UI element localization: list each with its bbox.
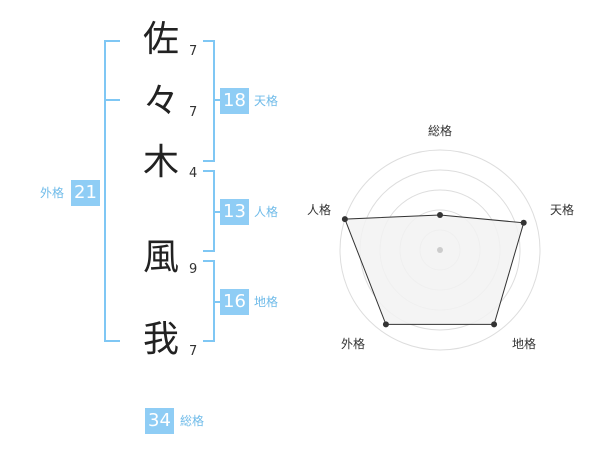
radar-axis-label-tenkaku: 天格 xyxy=(549,203,574,217)
name-char-2: 々 xyxy=(142,81,179,122)
jinkaku-value: 13 xyxy=(220,199,249,225)
radar-point xyxy=(382,321,389,328)
stroke-count-1: 7 xyxy=(189,44,198,59)
radar-axis-label-chikaku: 地格 xyxy=(511,337,536,351)
soukaku-value: 34 xyxy=(145,408,174,434)
name-char-5: 我 xyxy=(142,319,179,360)
radar-grid-ring xyxy=(339,149,541,351)
radar-center-dot xyxy=(437,247,443,253)
name-char-1: 佐 xyxy=(142,19,179,60)
gaikaku-value: 21 xyxy=(71,180,100,206)
tenkaku-bracket xyxy=(203,40,215,162)
gaikaku-bracket xyxy=(104,40,120,342)
name-char-3: 木 xyxy=(142,142,179,183)
tenkaku-bracket-tick xyxy=(213,99,221,101)
radar-point xyxy=(491,321,498,328)
radar-axis-label-jinkaku: 人格 xyxy=(306,203,331,217)
soukaku-label: 総格 xyxy=(180,414,205,428)
radar-area xyxy=(344,214,525,325)
radar-axis-label-soukaku: 総格 xyxy=(427,124,452,138)
jinkaku-label: 人格 xyxy=(254,205,279,219)
radar-point xyxy=(341,216,348,223)
stroke-count-2: 7 xyxy=(189,105,198,120)
stroke-count-5: 7 xyxy=(189,344,198,359)
chikaku-bracket-tick xyxy=(213,301,221,303)
jinkaku-bracket-tick xyxy=(213,211,221,213)
stroke-count-3: 4 xyxy=(189,166,198,181)
gaikaku-bracket-tick xyxy=(104,99,120,101)
radar-chart xyxy=(339,149,541,351)
name-char-4: 風 xyxy=(142,237,179,278)
radar-axis-label-gaikaku: 外格 xyxy=(340,337,365,351)
radar-point xyxy=(520,219,527,226)
tenkaku-label: 天格 xyxy=(254,94,279,108)
stroke-count-4: 9 xyxy=(189,262,198,277)
chikaku-value: 16 xyxy=(220,289,249,315)
chikaku-label: 地格 xyxy=(254,295,279,309)
tenkaku-value: 18 xyxy=(220,88,249,114)
gaikaku-label: 外格 xyxy=(40,186,65,200)
radar-point xyxy=(437,212,443,218)
